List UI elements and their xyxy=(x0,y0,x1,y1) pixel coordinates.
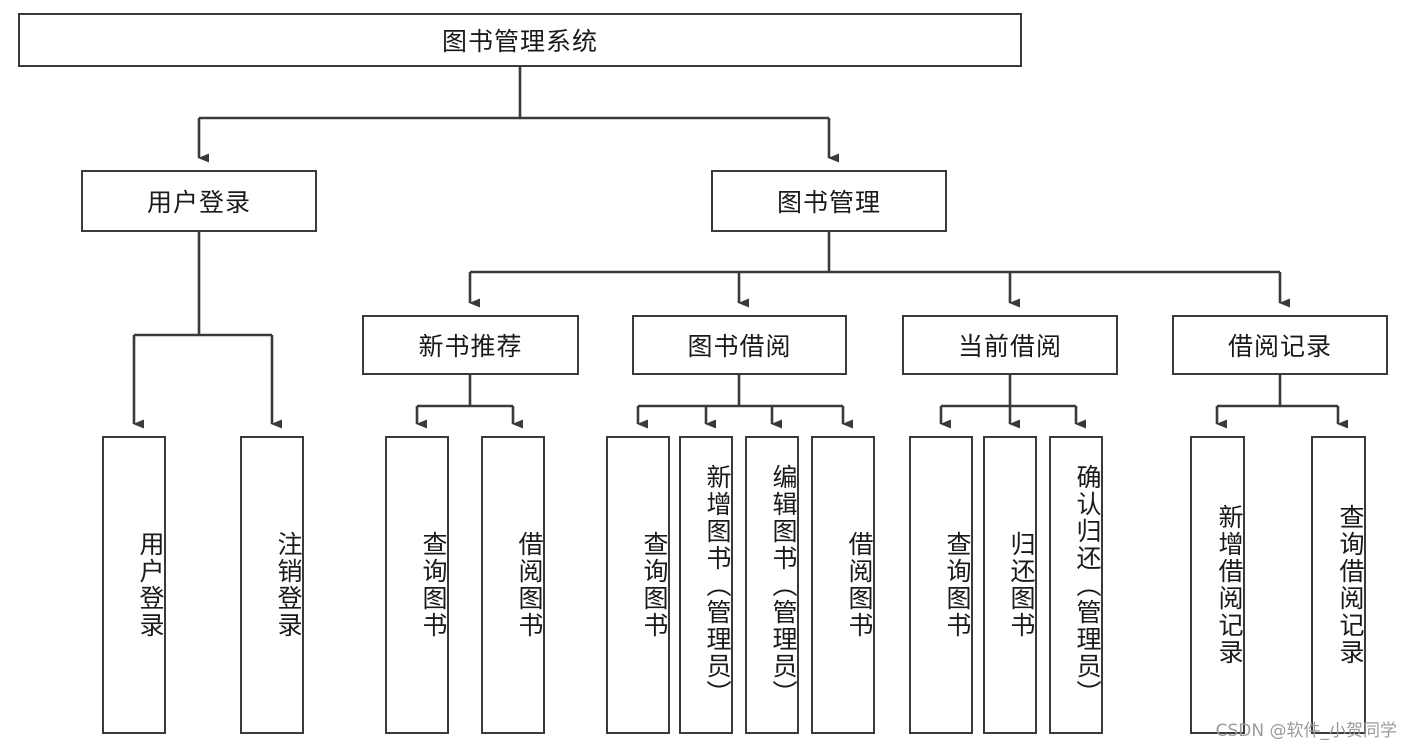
node-book-management-label: 图书管理 xyxy=(776,188,881,217)
node-user-login-label: 用户登录 xyxy=(146,188,251,217)
leaf-logout-label: 注销登录 xyxy=(274,531,303,639)
leaf-borrow-book-label: 借阅图书 xyxy=(845,531,874,639)
leaf-edit-book-admin[interactable]: 编辑图书（管理员） xyxy=(745,436,799,734)
leaf-add-borrow-record[interactable]: 新增借阅记录 xyxy=(1190,436,1245,734)
leaf-borrow-book-recommend-label: 借阅图书 xyxy=(515,531,544,639)
leaf-user-login[interactable]: 用户登录 xyxy=(102,436,166,734)
leaf-query-book-borrow[interactable]: 查询图书 xyxy=(606,436,670,734)
node-book-borrow-label: 图书借阅 xyxy=(687,332,792,361)
leaf-query-book-current-label: 查询图书 xyxy=(943,531,972,639)
node-root-label: 图书管理系统 xyxy=(441,27,598,56)
leaf-query-book-current[interactable]: 查询图书 xyxy=(909,436,973,734)
leaf-add-borrow-record-label: 新增借阅记录 xyxy=(1215,504,1244,666)
leaf-user-login-label: 用户登录 xyxy=(136,531,165,639)
node-new-book-recommend[interactable]: 新书推荐 xyxy=(362,315,579,375)
leaf-logout[interactable]: 注销登录 xyxy=(240,436,304,734)
leaf-confirm-return-admin-label: 确认归还（管理员） xyxy=(1073,463,1102,707)
node-book-management[interactable]: 图书管理 xyxy=(711,170,947,232)
leaf-confirm-return-admin[interactable]: 确认归还（管理员） xyxy=(1049,436,1103,734)
leaf-borrow-book-recommend[interactable]: 借阅图书 xyxy=(481,436,545,734)
leaf-add-book-admin[interactable]: 新增图书（管理员） xyxy=(679,436,733,734)
csdn-watermark: CSDN @软件_小贺同学 xyxy=(1215,721,1397,741)
node-root[interactable]: 图书管理系统 xyxy=(18,13,1022,67)
node-user-login[interactable]: 用户登录 xyxy=(81,170,317,232)
leaf-query-borrow-record-label: 查询借阅记录 xyxy=(1336,504,1365,666)
node-new-book-recommend-label: 新书推荐 xyxy=(418,332,523,361)
leaf-borrow-book[interactable]: 借阅图书 xyxy=(811,436,875,734)
node-current-borrow-label: 当前借阅 xyxy=(957,332,1062,361)
leaf-query-borrow-record[interactable]: 查询借阅记录 xyxy=(1311,436,1366,734)
node-borrow-record-label: 借阅记录 xyxy=(1227,332,1332,361)
leaf-return-book[interactable]: 归还图书 xyxy=(983,436,1037,734)
leaf-query-book-recommend[interactable]: 查询图书 xyxy=(385,436,449,734)
node-borrow-record[interactable]: 借阅记录 xyxy=(1172,315,1388,375)
leaf-add-book-admin-label: 新增图书（管理员） xyxy=(703,463,732,707)
leaf-query-book-borrow-label: 查询图书 xyxy=(640,531,669,639)
node-book-borrow[interactable]: 图书借阅 xyxy=(632,315,847,375)
leaf-query-book-recommend-label: 查询图书 xyxy=(419,531,448,639)
leaf-edit-book-admin-label: 编辑图书（管理员） xyxy=(769,463,798,707)
leaf-return-book-label: 归还图书 xyxy=(1007,531,1036,639)
node-current-borrow[interactable]: 当前借阅 xyxy=(902,315,1118,375)
